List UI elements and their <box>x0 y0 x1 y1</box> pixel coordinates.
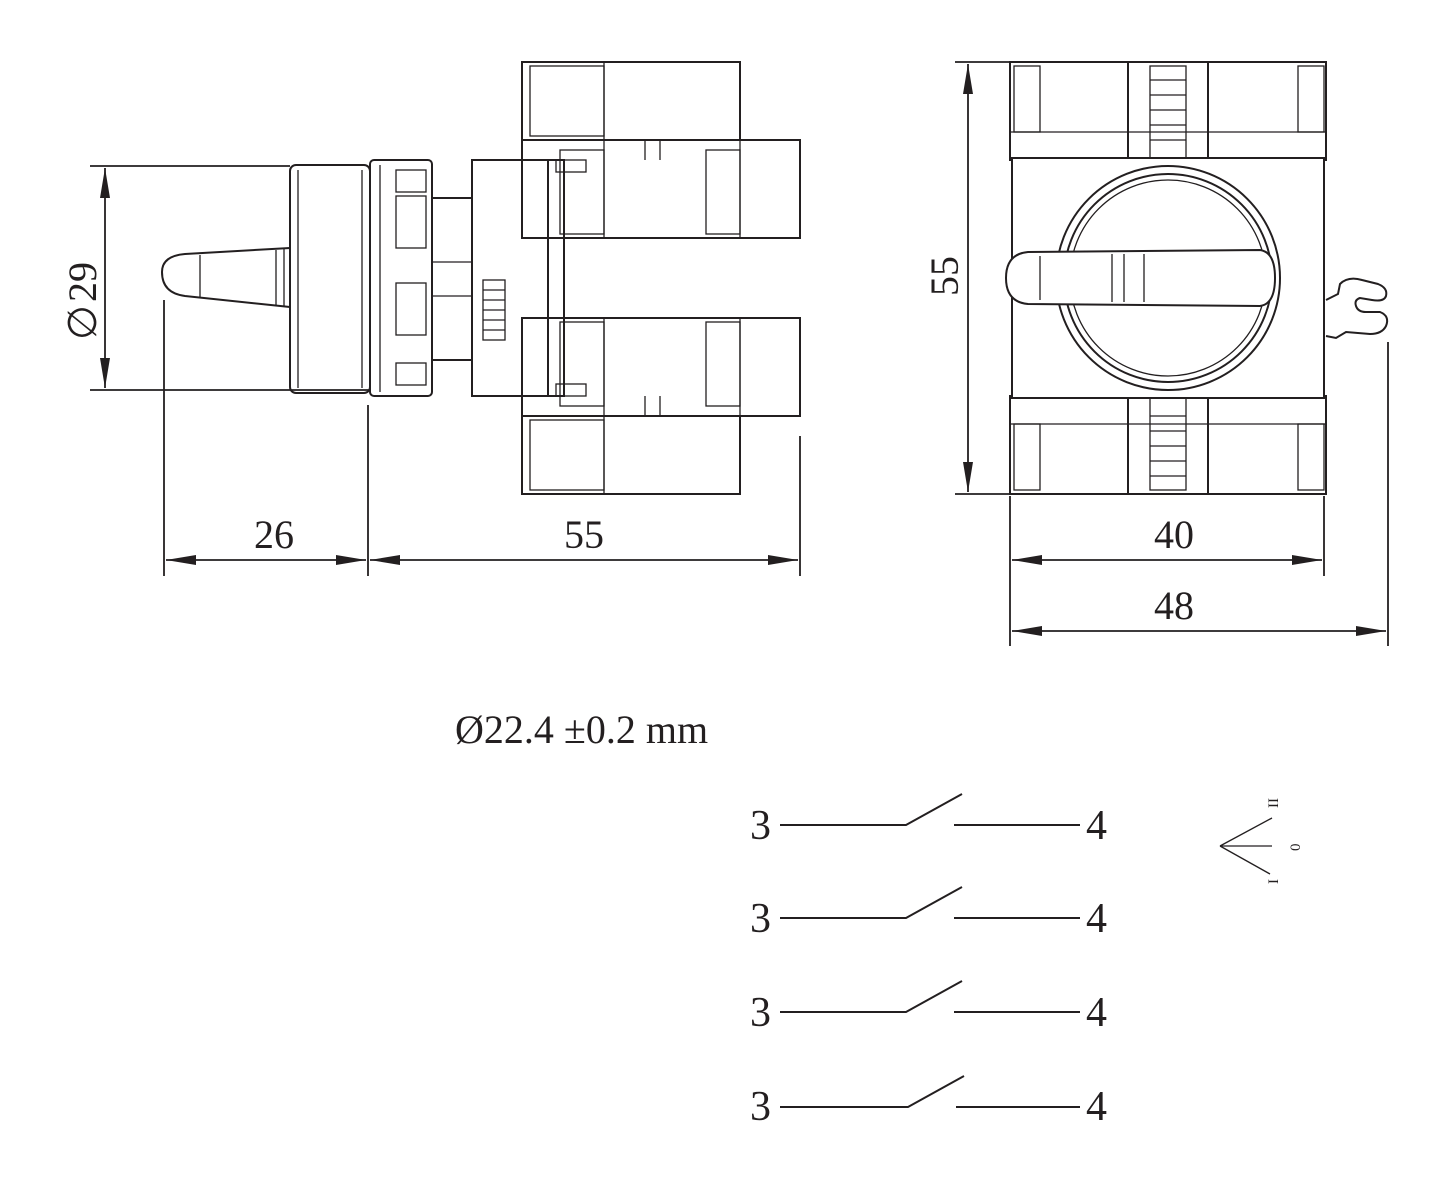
hole-spec: Ø22.4 ±0.2 mm <box>455 707 708 752</box>
terminal-left: 3 <box>750 803 771 849</box>
position-symbol: II 0 I <box>1219 798 1304 884</box>
dim-handle-length: 26 <box>254 512 294 557</box>
locking-ring <box>369 159 433 397</box>
front-terminals-bottom <box>1009 395 1327 495</box>
lever-handle <box>160 246 291 309</box>
dim-total-width: 48 <box>1154 583 1194 628</box>
contact-diagram: 3 4 3 4 3 4 3 4 <box>750 793 1107 1130</box>
front-lever <box>1004 248 1277 308</box>
terminal-right: 4 <box>1086 896 1107 942</box>
contact-row: 3 4 <box>750 886 1107 942</box>
front-bezel <box>289 164 371 394</box>
dim-body-length: 55 <box>564 512 604 557</box>
diameter-value: 29 <box>60 262 105 302</box>
diameter-symbol: ∅ <box>60 305 105 340</box>
position-label-0: 0 <box>1288 844 1304 852</box>
terminal-right: 4 <box>1086 1084 1107 1130</box>
contact-row: 3 4 <box>750 1075 1107 1130</box>
terminal-left: 3 <box>750 1084 771 1130</box>
contact-block-bottom <box>521 317 801 495</box>
collar <box>431 197 473 361</box>
dim-side-lengths: 26 55 <box>163 300 801 576</box>
terminal-right: 4 <box>1086 803 1107 849</box>
position-label-II: II <box>1266 798 1282 808</box>
dim-body-width: 40 <box>1154 512 1194 557</box>
contact-block-top <box>521 61 801 239</box>
side-clip <box>1325 277 1389 340</box>
contact-row: 3 4 <box>750 793 1107 849</box>
contact-row: 3 4 <box>750 980 1107 1036</box>
front-terminals-top <box>1009 61 1327 161</box>
position-label-I: I <box>1266 879 1282 884</box>
dim-front-widths: 40 48 <box>1009 342 1389 646</box>
terminal-left: 3 <box>750 896 771 942</box>
terminal-right: 4 <box>1086 990 1107 1036</box>
side-view: ∅ 29 26 55 <box>60 61 801 576</box>
terminal-left: 3 <box>750 990 771 1036</box>
dim-front-height: 55 <box>922 61 1010 495</box>
dim-front-height-value: 55 <box>922 256 967 296</box>
mounting-block <box>471 159 565 397</box>
front-view: 55 40 48 <box>922 61 1389 646</box>
dim-diameter: ∅ 29 <box>60 165 370 391</box>
